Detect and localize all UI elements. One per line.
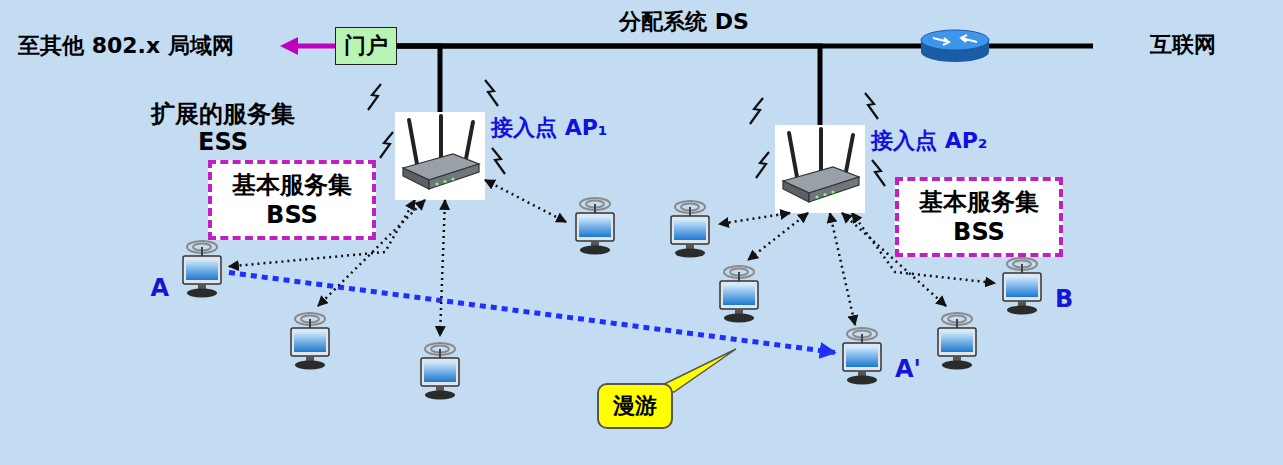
bss-label: 基本服务集 BSS xyxy=(208,160,376,240)
access-point-icon xyxy=(775,125,865,213)
wireless-bolt xyxy=(380,132,393,158)
cloud-fill-part xyxy=(1098,28,1139,69)
distribution-drop xyxy=(397,46,440,112)
ess-label: 扩展的服务集 ESS xyxy=(138,100,308,156)
access-point-icon xyxy=(395,112,485,200)
ap-label: 接入点 AP₂ xyxy=(871,127,987,155)
bss-label: 基本服务集 BSS xyxy=(895,177,1063,257)
station-icon xyxy=(183,241,221,298)
station: A xyxy=(175,238,229,300)
roaming-callout: 漫游 xyxy=(597,383,673,429)
cloud-outline-part xyxy=(1228,30,1270,72)
internet-label: 互联网 xyxy=(1150,31,1216,59)
station-label: B xyxy=(1055,285,1073,313)
wireless-link xyxy=(485,180,566,222)
station-icon xyxy=(291,313,329,370)
cloud-fill-part xyxy=(1229,31,1268,70)
roaming-label: 漫游 xyxy=(597,383,673,429)
station-icon xyxy=(576,198,614,255)
station-icon xyxy=(938,313,976,370)
station-icon xyxy=(1003,258,1041,315)
wireless-bolt xyxy=(750,98,763,124)
station: B xyxy=(995,255,1049,317)
wireless-bolt xyxy=(492,148,505,174)
cloud-outline-part xyxy=(1097,27,1141,71)
station-icon xyxy=(671,201,709,258)
bss-area: 基本服务集 BSSA xyxy=(117,150,653,420)
lan-arrow-head xyxy=(280,37,298,55)
bss-area: 基本服务集 BSS A' B xyxy=(645,120,1135,430)
wireless-link xyxy=(719,213,790,224)
wireless-bolt xyxy=(756,152,769,178)
wireless-links xyxy=(318,180,946,336)
bss-outline-shape xyxy=(119,152,651,418)
portal-label: 门户 xyxy=(335,27,397,65)
station-label: A xyxy=(150,274,169,302)
access-point: 接入点 AP₂ xyxy=(775,125,865,213)
wireless-link xyxy=(748,213,808,260)
wireless-bolts xyxy=(368,80,885,186)
station: A' xyxy=(835,325,889,387)
access-point: 接入点 AP₁ xyxy=(395,112,485,200)
ellipse-outline xyxy=(117,150,653,420)
station-icon xyxy=(720,266,758,323)
destination-label: 至其他 802.x 局域网 xyxy=(18,32,234,60)
ess-outline-shape xyxy=(52,82,1239,447)
station-icon xyxy=(843,328,881,385)
ap-label: 接入点 AP₁ xyxy=(491,114,607,142)
internet-cloud: 互联网 xyxy=(1093,5,1273,85)
wireless-bolt xyxy=(368,84,381,110)
ellipse-outline xyxy=(645,120,1135,430)
wireless-link xyxy=(830,213,855,325)
router-arrows xyxy=(933,35,977,45)
wireless-bolt xyxy=(872,160,885,186)
router-top xyxy=(921,30,989,50)
portal-box: 门户 xyxy=(335,27,397,65)
bss-outline-shape xyxy=(647,122,1133,428)
wireless-link xyxy=(440,200,445,336)
wireless-bolt xyxy=(485,80,498,106)
bus-label: 分配系统 DS xyxy=(619,8,749,36)
router-symbol xyxy=(921,30,989,62)
ess-region: 扩展的服务集 ESS基本服务集 BSSA接入点 AP₁接入点 AP₂基本服务集 … xyxy=(50,80,1240,448)
station-icon xyxy=(421,343,459,400)
wireless-bolt xyxy=(865,93,878,119)
station-label: A' xyxy=(895,355,921,383)
